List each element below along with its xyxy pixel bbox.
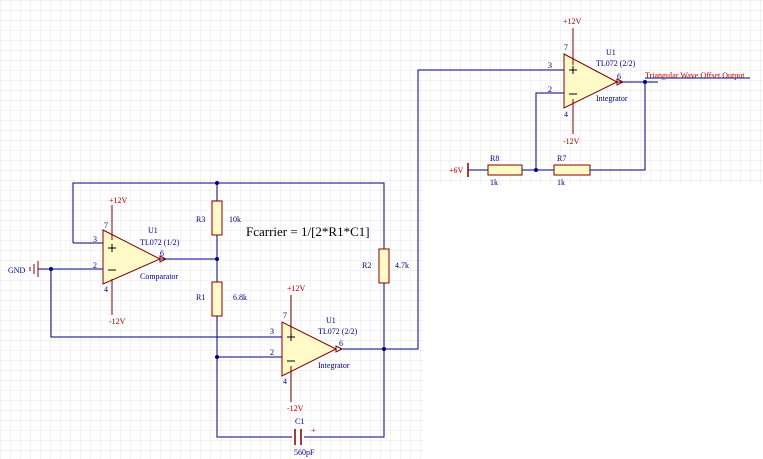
offset-pin6: 6 <box>617 72 621 81</box>
integrator-designator: U1 <box>326 316 336 325</box>
integrator-part: TL072 (2/2) <box>318 327 358 336</box>
blank-area <box>424 185 763 459</box>
wire-gnd-to-integrator-pin3 <box>50 269 282 338</box>
junction-dot <box>215 257 219 261</box>
offset-vpos: +12V <box>563 17 582 26</box>
junction-dot <box>215 181 219 185</box>
r3-ref: R3 <box>196 215 205 224</box>
offset-pin7: 7 <box>564 43 568 52</box>
integrator-opamp <box>281 295 344 402</box>
comparator-pin3: 3 <box>93 235 97 244</box>
c1-value: 560pF <box>294 448 315 457</box>
comparator-pin6: 6 <box>160 249 164 258</box>
comparator-vpos: +12V <box>109 196 128 205</box>
wire-r7-to-output <box>590 82 646 171</box>
offset-role: Integrator <box>596 94 628 103</box>
comparator-designator: U1 <box>148 226 158 235</box>
wire-feedback-top <box>72 182 385 262</box>
r8-resistor <box>487 164 523 176</box>
comparator-part: TL072 (1/2) <box>140 238 180 247</box>
r8-ref: R8 <box>490 154 499 163</box>
offset-pin2: 2 <box>548 85 552 94</box>
comparator-vneg: -12V <box>109 317 126 326</box>
r7-value: 1k <box>557 178 565 187</box>
r1-resistor <box>211 281 223 317</box>
integrator-role: Integrator <box>318 361 350 370</box>
junction-dot <box>534 168 538 172</box>
offset-part: TL072 (2/2) <box>596 59 636 68</box>
offset-pin4: 4 <box>564 110 568 119</box>
c1-ref: C1 <box>295 417 304 426</box>
r7-resistor <box>553 164 591 176</box>
offset-vneg: -12V <box>563 137 580 146</box>
r3-value: 10k <box>229 215 241 224</box>
r1-ref: R1 <box>196 293 205 302</box>
integrator-pin3: 3 <box>270 327 274 336</box>
integrator-vneg: -12V <box>287 404 304 413</box>
output-net-label: Triangular Wave Offset Output <box>645 71 745 80</box>
comparator-pin7: 7 <box>104 221 108 230</box>
plus6v-label: +6V <box>449 166 464 175</box>
junction-dot <box>382 347 386 351</box>
wire-offset-pin2 <box>535 92 564 170</box>
integrator-pin6: 6 <box>339 339 343 348</box>
comparator-role: Comparator <box>140 272 179 281</box>
r1-value: 6.8k <box>233 293 247 302</box>
integrator-pin2: 2 <box>270 348 274 357</box>
integrator-pin7: 7 <box>283 311 287 320</box>
r2-resistor <box>378 248 390 284</box>
wire-cap-right <box>304 349 385 438</box>
gnd-symbol <box>29 261 39 277</box>
r2-ref: R2 <box>362 261 371 270</box>
r7-ref: R7 <box>557 154 566 163</box>
r8-value: 1k <box>490 178 498 187</box>
comparator-pin4: 4 <box>104 285 108 294</box>
offset-designator: U1 <box>606 48 616 57</box>
junction-dot <box>215 355 219 359</box>
comparator-pin2: 2 <box>93 261 97 270</box>
junction-dot <box>49 267 53 271</box>
integrator-vpos: +12V <box>287 284 306 293</box>
c1-polarity: + <box>311 426 316 435</box>
r3-resistor <box>211 200 223 236</box>
gnd-label: GND <box>8 266 26 275</box>
offset-opamp <box>563 28 625 134</box>
c1-capacitor <box>294 429 302 445</box>
offset-pin3: 3 <box>548 61 552 70</box>
wire-to-offset-stage <box>384 69 564 350</box>
r2-value: 4.7k <box>395 261 409 270</box>
junctions <box>49 80 647 359</box>
carrier-frequency-formula: Fcarrier = 1/[2*R1*C1] <box>246 224 370 239</box>
integrator-pin4: 4 <box>283 377 287 386</box>
junction-dot <box>643 80 647 84</box>
comparator-opamp <box>102 205 168 315</box>
